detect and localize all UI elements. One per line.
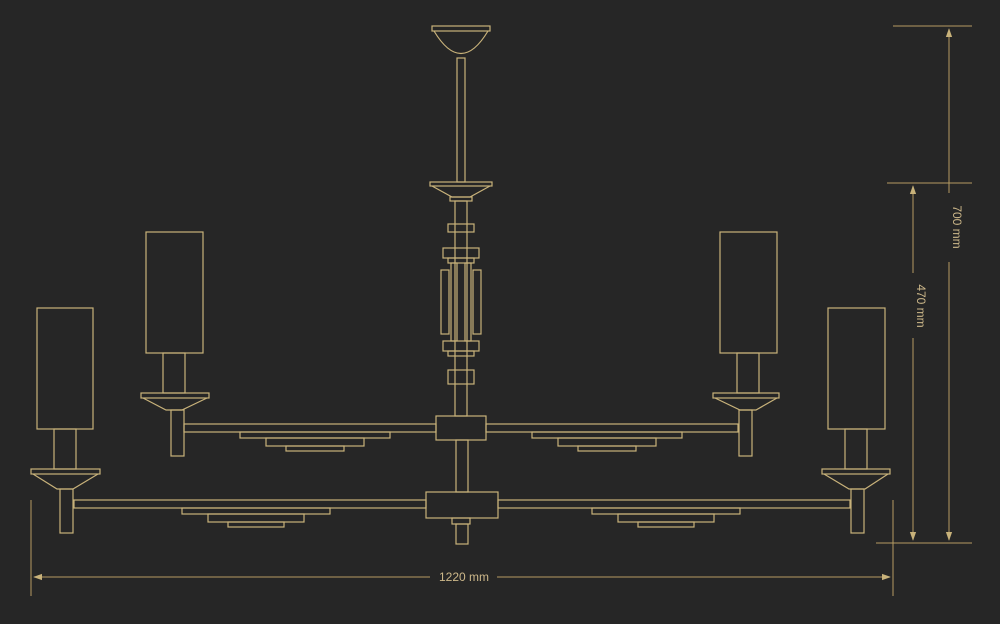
- body-height-label: 470 mm: [914, 284, 928, 327]
- lower-arm-left: [73, 499, 427, 528]
- finial: [451, 517, 471, 545]
- body-height-dimension: 470 mm: [887, 182, 972, 541]
- width-label: 1220 mm: [439, 570, 489, 584]
- central-stem: [440, 200, 482, 417]
- lamp-outer-right: [821, 307, 891, 534]
- upper-arm-left: [183, 423, 437, 452]
- upper-collar: [429, 181, 493, 202]
- lamp-inner-right: [712, 231, 780, 457]
- width-dimension: 1220 mm: [30, 500, 894, 596]
- total-height-label: 700 mm: [950, 205, 964, 248]
- total-height-dimension: 700 mm: [876, 25, 972, 544]
- lower-arm-right: [497, 499, 851, 528]
- suspension-rod: [456, 57, 466, 183]
- lower-hub: [425, 491, 499, 519]
- ceiling-canopy: [431, 25, 491, 55]
- lower-stem: [455, 439, 469, 493]
- upper-hub: [435, 415, 487, 441]
- lamp-inner-left: [140, 231, 210, 457]
- upper-arm-right: [485, 423, 739, 452]
- lamp-outer-left: [30, 307, 101, 534]
